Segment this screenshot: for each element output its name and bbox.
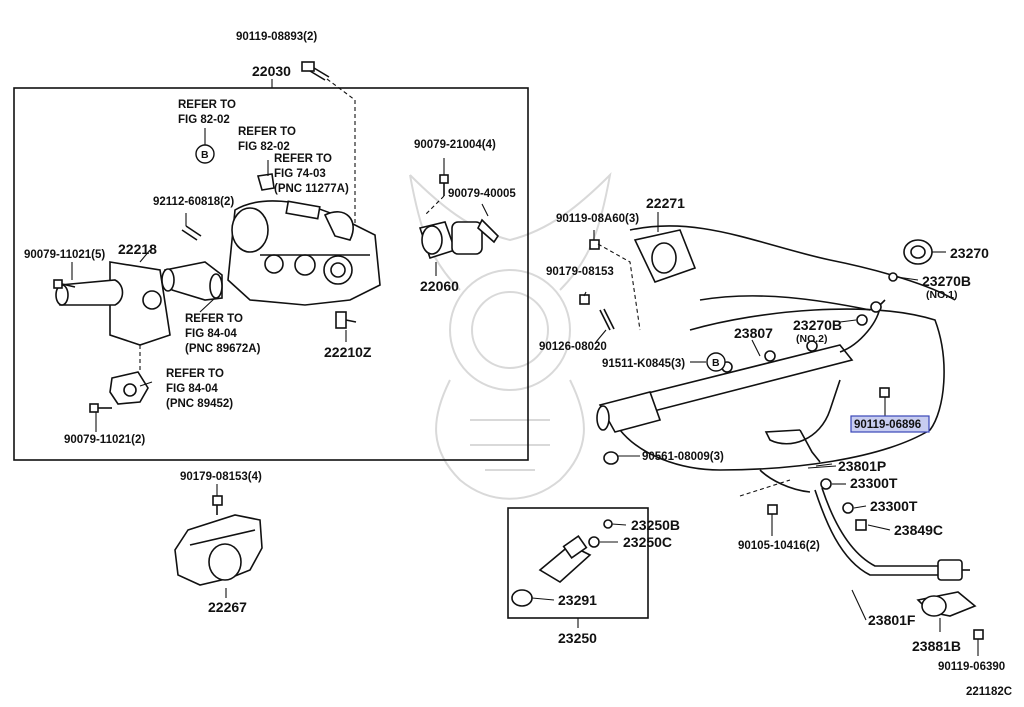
label-part-23801P: 23801P (838, 458, 886, 474)
label-part-23250: 23250 (558, 630, 597, 646)
bolt-icon (89, 403, 112, 413)
label-bolt-90079-40005: 90079-40005 (448, 188, 516, 200)
fuel-pipe-icon (764, 299, 886, 463)
label-refer-a-line1: REFER TO (178, 99, 236, 111)
hose-icon (161, 261, 223, 301)
label-highlight-90119-06896[interactable]: 90119-06896 (854, 419, 921, 431)
label-part-22267: 22267 (208, 599, 247, 615)
bolt-icon (301, 61, 330, 81)
label-stud-92112: 92112-60818(2) (153, 196, 234, 208)
label-refer-d-line3: (PNC 89672A) (185, 343, 261, 355)
label-part-22210Z: 22210Z (324, 344, 372, 360)
label-part-23881B: 23881B (912, 638, 961, 654)
label-bolt-90119-08A60: 90119-08A60(3) (556, 213, 639, 225)
label-part-23300T-a: 23300T (850, 475, 898, 491)
highlight-box (850, 415, 930, 433)
label-part-23270: 23270 (950, 245, 989, 261)
label-note-no2: (NO.2) (796, 333, 828, 345)
label-refer-d-line1: REFER TO (185, 313, 243, 325)
label-part-23291: 23291 (558, 592, 597, 608)
clamp-23881B (916, 591, 977, 617)
label-bolt-90179-08153: 90179-08153 (546, 266, 614, 278)
label-part-23270B-no1: 23270B (922, 273, 971, 289)
gasket-22271 (633, 229, 697, 283)
fuel-hose-23801F (814, 487, 970, 581)
throttle-body-22030 (227, 200, 381, 306)
label-figure-code: 221182C (966, 686, 1012, 698)
label-refer-c-line2: FIG 74-03 (274, 168, 326, 180)
label-refer-b-line1: REFER TO (238, 126, 296, 138)
label-bolt-90079-5: 90079-11021(5) (24, 249, 105, 261)
label-refer-e-line2: FIG 84-04 (166, 383, 218, 395)
label-bolt-top: 90119-08893(2) (236, 31, 317, 43)
label-refer-e-line1: REFER TO (166, 368, 224, 380)
label-refer-c-line3: (PNC 11277A) (274, 183, 349, 195)
label-bolt-90105: 90105-10416(2) (738, 540, 820, 552)
bolt-icon (589, 239, 600, 250)
label-refer-a-line2: FIG 82-02 (178, 114, 230, 126)
bolt-icon (212, 495, 223, 515)
label-stud-90126: 90126-08020 (539, 341, 607, 353)
label-bolt-90079-4: 90079-21004(4) (414, 139, 496, 151)
label-part-23801F: 23801F (868, 612, 916, 628)
label-nut-90561: 90561-08009(3) (642, 451, 724, 463)
label-bolt-90079-2: 90079-11021(2) (64, 434, 145, 446)
label-part-23849C: 23849C (894, 522, 943, 538)
label-bolt-90119-06390: 90119-06390 (938, 661, 1005, 673)
bolt-icon (53, 279, 76, 289)
label-part-22271: 22271 (646, 195, 685, 211)
label-refer-d-line2: FIG 84-04 (185, 328, 237, 340)
label-part-22030: 22030 (252, 63, 291, 79)
sensor-plug-icon (335, 311, 357, 329)
label-refer-b-line2: FIG 82-02 (238, 141, 290, 153)
assembly-box-22030 (13, 87, 529, 461)
label-part-23250B: 23250B (631, 517, 680, 533)
label-bolt-91511: 91511-K0845(3) (602, 358, 685, 370)
label-part-23270B-no2: 23270B (793, 317, 842, 333)
label-part-23807: 23807 (734, 325, 773, 341)
sensor-icon (256, 160, 275, 191)
label-part-22060: 22060 (420, 278, 459, 294)
label-part-23250C: 23250C (623, 534, 672, 550)
label-circle-b-left: B (201, 149, 209, 161)
stud-icon (599, 308, 615, 331)
idle-control-valve-22060 (418, 218, 500, 260)
bracket-22267 (174, 514, 263, 586)
label-refer-e-line3: (PNC 89452) (166, 398, 233, 410)
label-part-22218: 22218 (118, 241, 157, 257)
injector-23250 (511, 519, 613, 607)
stud-icon (181, 225, 202, 241)
cap-icon (903, 239, 933, 265)
bolt-icon (855, 519, 867, 531)
label-note-no1: (NO.1) (926, 289, 958, 301)
bolt-icon (973, 629, 984, 640)
label-circle-b-right: B (712, 357, 720, 369)
bolt-icon (579, 294, 590, 305)
label-refer-c-line1: REFER TO (274, 153, 332, 165)
nut-icon (603, 451, 619, 465)
throttle-sensor-icon (109, 371, 149, 405)
bolt-icon (439, 174, 449, 196)
bolt-icon (767, 504, 778, 515)
reference-b-circle (706, 352, 726, 372)
bolt-icon (879, 387, 890, 398)
adapter-22218 (55, 261, 171, 346)
label-bolt-90179-4: 90179-08153(4) (180, 471, 262, 483)
label-part-23300T-b: 23300T (870, 498, 918, 514)
fuel-rail-23807 (596, 340, 854, 433)
intake-manifold-outline (619, 225, 956, 493)
